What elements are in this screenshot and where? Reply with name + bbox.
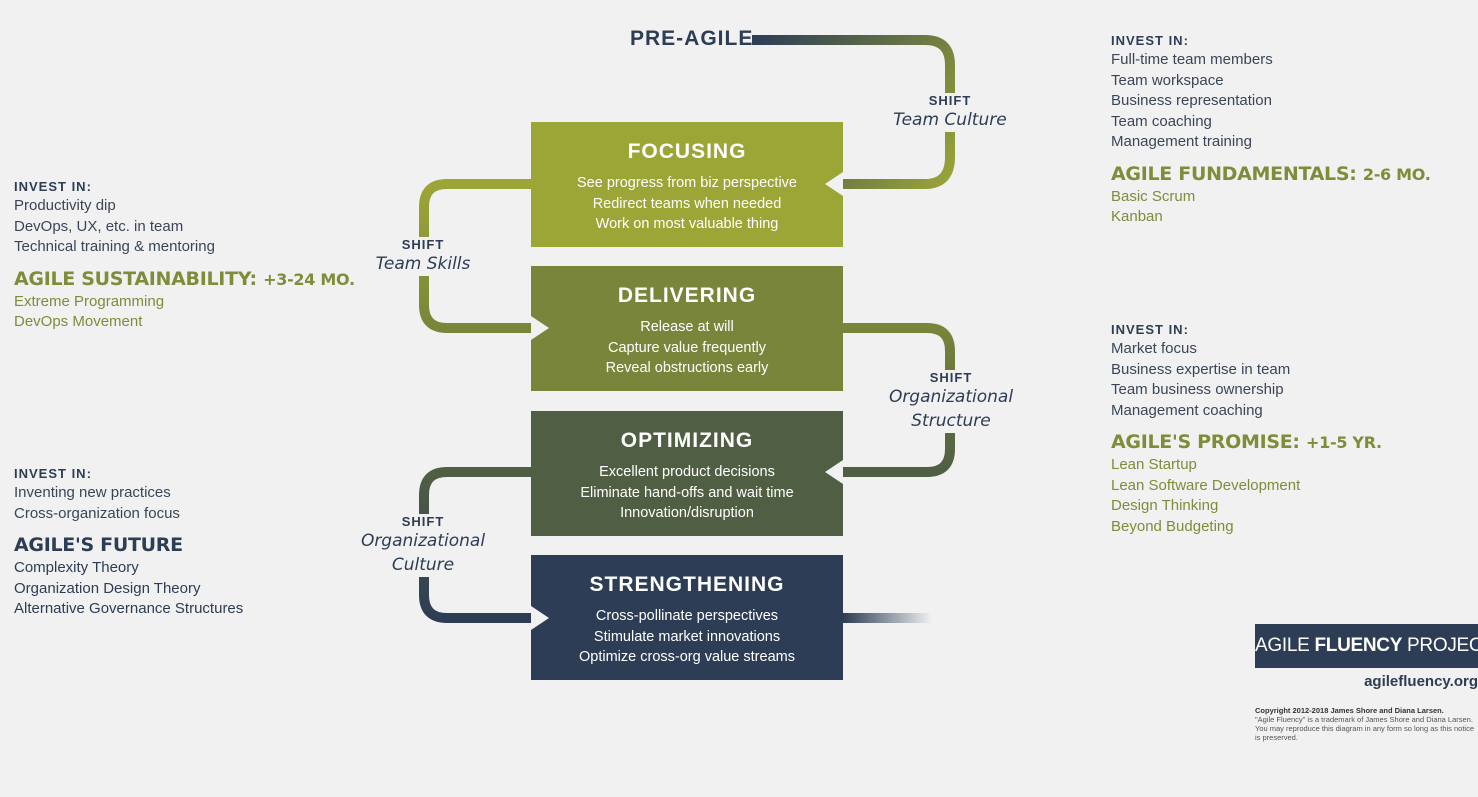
zone-duration: +3-24 MO. <box>263 269 355 289</box>
invest-item: Cross-organization focus <box>14 504 180 522</box>
zone-duration: +1-5 YR. <box>1306 433 1382 452</box>
shift-name: Culture <box>391 555 455 575</box>
invest-item: Market focus <box>1111 340 1197 357</box>
invest-heading: INVEST IN: <box>14 466 92 481</box>
zone-fundamentals: INVEST IN: Full-time team members Team w… <box>1111 33 1431 228</box>
method-item: Beyond Budgeting <box>1111 517 1234 535</box>
shift-word: SHIFT <box>401 514 445 529</box>
stage-focusing: FOCUSING See progress from biz perspecti… <box>531 122 843 247</box>
invest-item: Management training <box>1111 133 1252 150</box>
invest-item: DevOps, UX, etc. in team <box>14 217 184 235</box>
shift-word: SHIFT <box>928 93 972 108</box>
stage-strengthening: STRENGTHENING Cross-pollinate perspectiv… <box>531 555 843 680</box>
arrowhead-into-focusing <box>825 172 843 196</box>
copyright-line: "Agile Fluency" is a trademark of James … <box>1255 715 1473 724</box>
zone-title: AGILE FUNDAMENTALS: 2-6 MO. <box>1111 163 1431 185</box>
shift-word: SHIFT <box>401 237 445 252</box>
stage-item: See progress from biz perspective <box>576 175 797 191</box>
shift-name: Team Skills <box>375 254 471 274</box>
zone-title: AGILE'S FUTURE <box>14 534 243 556</box>
stage-title: DELIVERING <box>617 284 757 307</box>
arrowhead-into-delivering <box>531 316 549 340</box>
method-item: Kanban <box>1111 208 1163 225</box>
shift-team-skills: SHIFT Team Skills <box>362 237 484 276</box>
invest-item: Team workspace <box>1111 71 1224 89</box>
invest-item: Business expertise in team <box>1111 360 1291 378</box>
website-link[interactable]: agilefluency.org <box>1364 673 1478 690</box>
invest-heading: INVEST IN: <box>1111 322 1189 337</box>
stage-optimizing: OPTIMIZING Excellent product decisions E… <box>531 411 843 536</box>
zone-duration: 2-6 MO. <box>1362 164 1431 184</box>
method-item: Organization Design Theory <box>14 579 201 597</box>
zone-title-text: AGILE'S PROMISE: <box>1111 431 1300 453</box>
zone-title-text: AGILE SUSTAINABILITY: <box>14 267 257 290</box>
stage-title: OPTIMIZING <box>620 429 754 452</box>
copyright-line: Copyright 2012-2018 James Shore and Dian… <box>1255 706 1444 715</box>
connector-strengthening-fade <box>843 613 933 623</box>
invest-item: Team coaching <box>1111 112 1212 130</box>
method-item: Lean Startup <box>1111 456 1197 473</box>
agile-fluency-logo: AGILE FLUENCY PROJECT <box>1255 624 1478 668</box>
invest-heading: INVEST IN: <box>1111 33 1189 48</box>
method-item: Complexity Theory <box>14 559 139 576</box>
copyright-notice: Copyright 2012-2018 James Shore and Dian… <box>1255 706 1478 742</box>
shift-organizational-culture: SHIFT Organizational Culture <box>352 514 494 577</box>
arrowhead-into-strengthening <box>531 606 549 630</box>
shift-team-culture: SHIFT Team Culture <box>880 93 1020 132</box>
zone-title: AGILE SUSTAINABILITY: +3-24 MO. <box>14 268 355 290</box>
method-item: Lean Software Development <box>1111 476 1301 494</box>
shift-name: Organizational <box>888 387 1014 407</box>
method-item: Basic Scrum <box>1111 187 1196 205</box>
invest-item: Management coaching <box>1111 401 1263 419</box>
shift-organizational-structure: SHIFT Organizational Structure <box>880 370 1022 433</box>
stage-item: Stimulate market innovations <box>593 628 781 645</box>
zone-title: AGILE'S PROMISE: +1-5 YR. <box>1111 431 1382 453</box>
shift-word: SHIFT <box>929 370 973 385</box>
stage-item: Redirect teams when needed <box>592 195 782 212</box>
stage-title: FOCUSING <box>627 140 747 163</box>
invest-item: Technical training & mentoring <box>14 238 215 255</box>
stage-item: Work on most valuable thing <box>595 216 779 232</box>
invest-item: Productivity dip <box>14 197 116 214</box>
method-item: DevOps Movement <box>14 313 143 330</box>
invest-item: Business representation <box>1111 92 1272 109</box>
pre-agile-label: PRE-AGILE <box>630 27 754 50</box>
zone-future: INVEST IN: Inventing new practices Cross… <box>14 466 243 620</box>
invest-item: Full-time team members <box>1111 51 1273 68</box>
stage-item: Innovation/disruption <box>620 505 754 521</box>
stage-item: Excellent product decisions <box>599 464 775 480</box>
stage-item: Release at will <box>640 319 734 335</box>
stage-title: STRENGTHENING <box>589 573 785 596</box>
shift-name: Structure <box>911 411 991 431</box>
stage-item: Optimize cross-org value streams <box>579 649 795 665</box>
stage-item: Capture value frequently <box>608 339 766 356</box>
stage-item: Reveal obstructions early <box>605 360 769 376</box>
logo-text-part1: AGILE <box>1255 635 1315 656</box>
shift-name: Organizational <box>360 531 486 551</box>
copyright-line: is preserved. <box>1255 733 1298 742</box>
invest-item: Inventing new practices <box>14 484 171 501</box>
invest-heading: INVEST IN: <box>14 179 92 194</box>
invest-item: Team business ownership <box>1111 381 1284 398</box>
logo-text-part2: FLUENCY <box>1314 635 1403 656</box>
zone-sustainability: INVEST IN: Productivity dip DevOps, UX, … <box>14 179 355 333</box>
method-item: Extreme Programming <box>14 292 165 310</box>
stage-item: Cross-pollinate perspectives <box>595 608 779 624</box>
zone-promise: INVEST IN: Market focus Business experti… <box>1111 322 1382 537</box>
shift-name: Team Culture <box>893 110 1007 130</box>
arrowhead-into-optimizing <box>825 460 843 484</box>
stage-item: Eliminate hand-offs and wait time <box>580 484 794 501</box>
zone-title-text: AGILE FUNDAMENTALS: <box>1111 162 1357 185</box>
method-item: Design Thinking <box>1111 497 1219 514</box>
logo-text-part3: PROJECT <box>1407 635 1478 656</box>
stage-delivering: DELIVERING Release at will Capture value… <box>531 266 843 391</box>
zone-title-text: AGILE'S FUTURE <box>14 534 183 556</box>
method-item: Alternative Governance Structures <box>14 600 244 617</box>
copyright-line: You may reproduce this diagram in any fo… <box>1255 724 1475 733</box>
